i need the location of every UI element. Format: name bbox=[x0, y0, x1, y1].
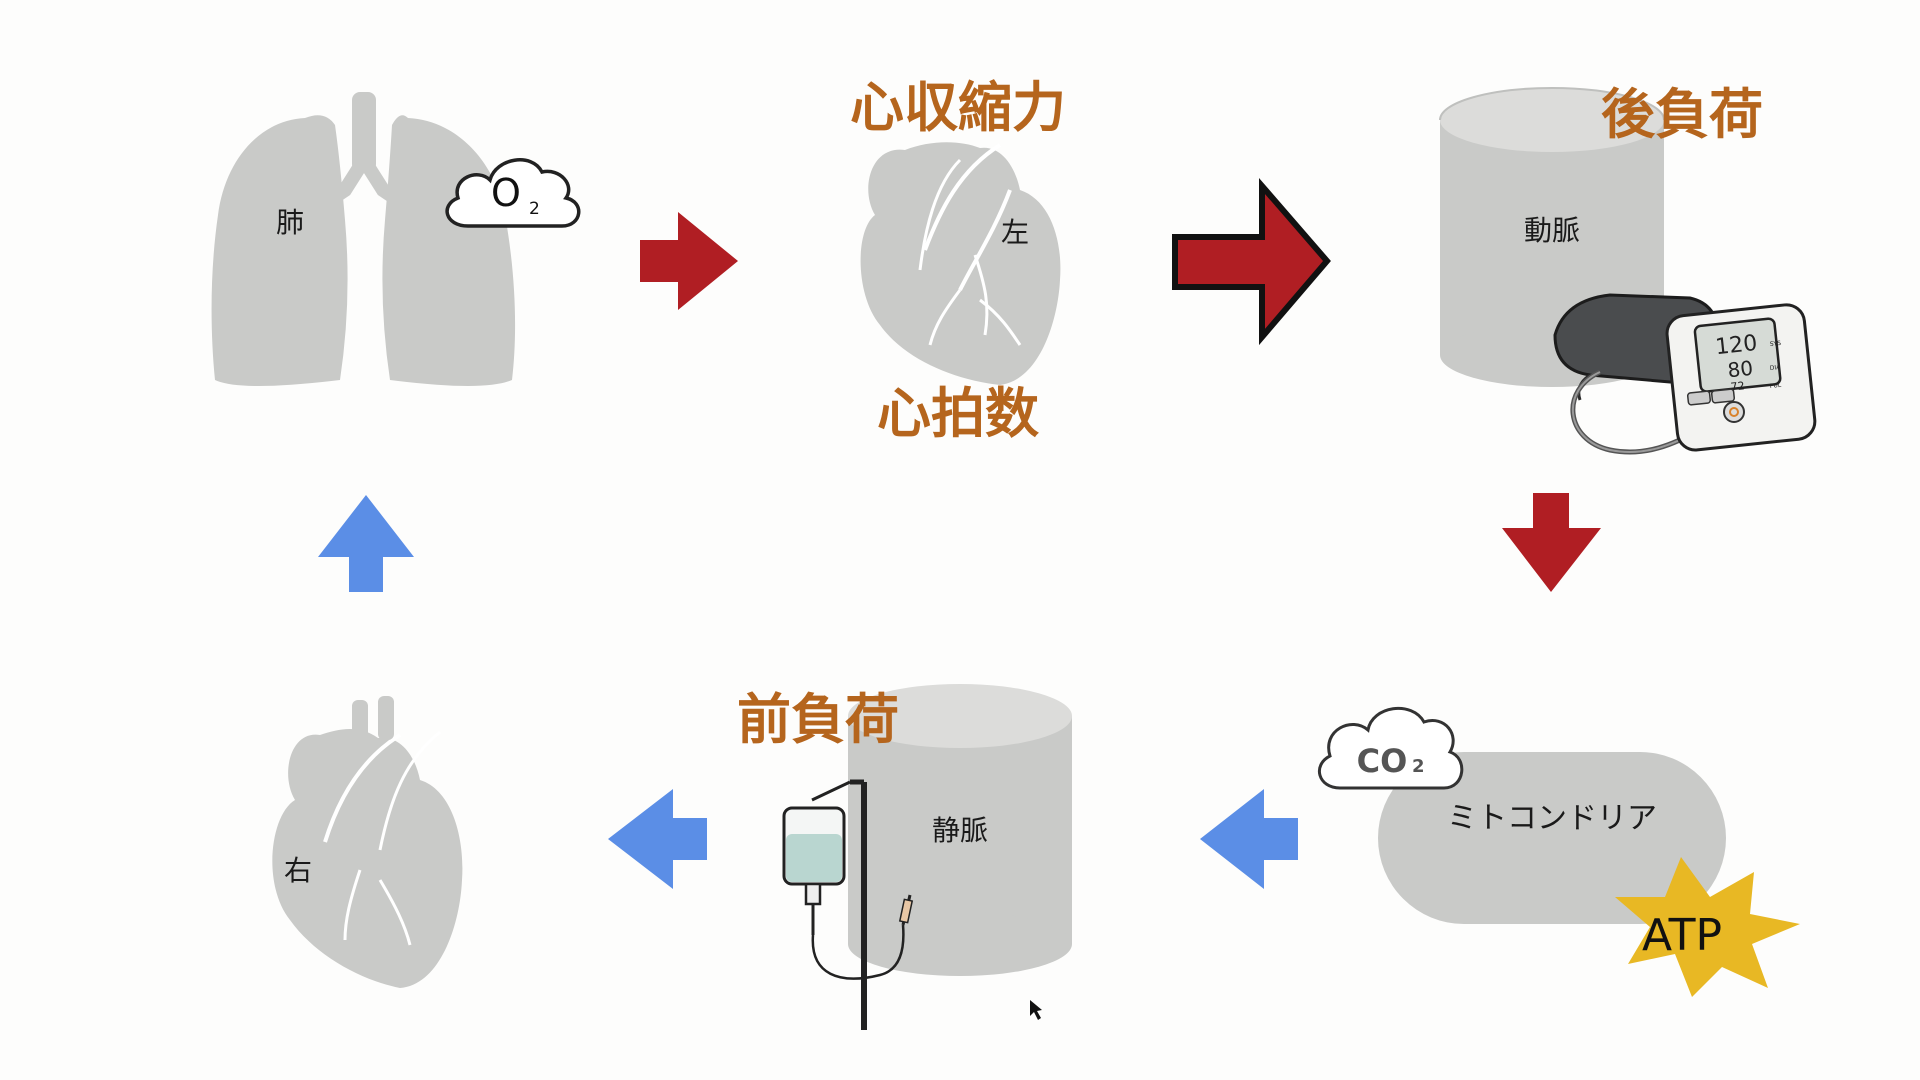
bp-sys-unit: SYS bbox=[1769, 340, 1781, 348]
arrow-right-heart-to-artery bbox=[1172, 177, 1331, 346]
right-heart-label: 右 bbox=[284, 854, 312, 887]
left-heart-icon: 左 bbox=[860, 142, 1061, 385]
contractility-label: 心収縮力 bbox=[850, 76, 1066, 139]
arrow-down-artery-to-mitochondria bbox=[1502, 493, 1601, 592]
co2-cloud-icon: CO 2 bbox=[1318, 706, 1464, 790]
mouse-cursor-icon bbox=[1030, 1000, 1042, 1020]
lungs-label: 肺 bbox=[276, 206, 304, 239]
bp-pul-unit: PUL bbox=[1769, 382, 1782, 390]
bp-diastolic: 80 bbox=[1726, 356, 1754, 383]
artery-cylinder-icon: 動脈 bbox=[1439, 87, 1665, 387]
o2-label: O bbox=[491, 171, 521, 215]
bp-dia-unit: DIA bbox=[1769, 364, 1781, 372]
mitochondria-icon: ミトコンドリア bbox=[1378, 752, 1726, 924]
o2-subscript: 2 bbox=[529, 199, 540, 219]
atp-label: ATP bbox=[1642, 910, 1722, 961]
co2-subscript: 2 bbox=[1412, 756, 1425, 777]
o2-cloud-icon: O 2 bbox=[445, 158, 581, 228]
lungs-icon: 肺 bbox=[211, 92, 516, 386]
right-heart-icon: 右 bbox=[272, 696, 463, 988]
heart-rate-label: 心拍数 bbox=[877, 382, 1039, 445]
vein-label: 静脈 bbox=[932, 814, 988, 847]
mitochondria-label: ミトコンドリア bbox=[1447, 801, 1657, 836]
bp-systolic: 120 bbox=[1714, 331, 1758, 360]
arrow-right-lungs-to-heart bbox=[640, 212, 738, 310]
afterload-label: 後負荷 bbox=[1601, 83, 1763, 146]
artery-label: 動脈 bbox=[1524, 214, 1580, 247]
blood-pressure-monitor-icon: 120 80 72 SYS DIA PUL bbox=[1553, 293, 1817, 455]
co2-label: CO bbox=[1357, 742, 1408, 780]
arrow-left-vein-to-heart bbox=[608, 789, 707, 889]
atp-starburst-icon: ATP bbox=[1615, 857, 1800, 997]
arrow-left-mitochondria-to-vein bbox=[1200, 789, 1298, 889]
iv-drip-icon bbox=[782, 779, 914, 1030]
arrow-up-heart-to-lungs bbox=[318, 495, 414, 592]
left-heart-label: 左 bbox=[1001, 216, 1029, 249]
preload-label: 前負荷 bbox=[737, 688, 899, 751]
